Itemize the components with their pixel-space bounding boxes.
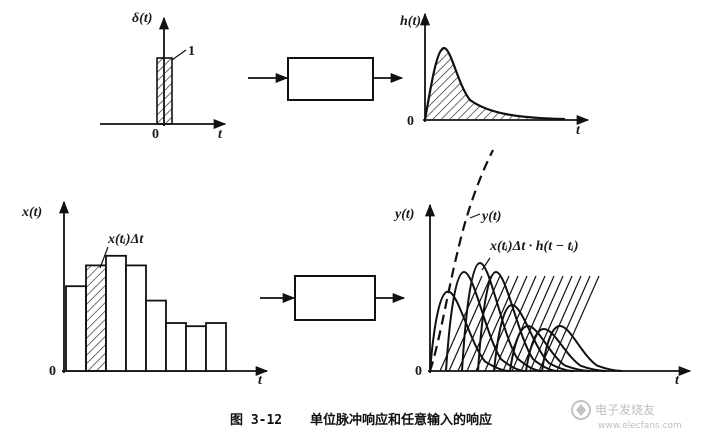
input-panel: x(t) x(tᵢ)Δt 0 t	[21, 200, 269, 388]
input-x-label: t	[258, 373, 263, 388]
top-system-block	[248, 57, 404, 101]
output-y-label: y(t)	[393, 207, 414, 222]
output-x-label: t	[675, 373, 680, 388]
input-y-label: x(t)	[21, 205, 42, 220]
impulse-pulse-hatched	[156, 57, 173, 125]
impulse-origin-label: 0	[152, 127, 159, 142]
response-overlap-hatch	[475, 275, 519, 372]
input-bars	[65, 254, 227, 372]
top-system-box	[287, 57, 374, 101]
input-bar	[65, 285, 87, 372]
output-term-leader	[481, 257, 491, 271]
response-overlap-hatch	[511, 275, 555, 372]
response-overlap-hatch	[547, 275, 591, 372]
shifted-impulse-response	[461, 261, 543, 372]
input-annotation-leader	[99, 246, 109, 269]
input-bar	[205, 322, 227, 372]
watermark-logo-icon	[571, 400, 591, 420]
impulse-level-label: 1	[188, 44, 195, 59]
watermark: 电子发烧友 www.elecfans.com	[571, 400, 682, 431]
output-responses	[429, 261, 623, 372]
output-curve-label: y(t)	[480, 209, 501, 224]
input-bar	[105, 254, 127, 372]
shifted-impulse-response	[477, 270, 559, 372]
response-origin-label: 0	[407, 114, 414, 129]
output-panel: y(t) y(t) x(tᵢ)Δt · h(t − tᵢ) 0 t	[393, 149, 692, 388]
shifted-impulse-response	[493, 303, 575, 372]
response-overlap-hatch	[538, 275, 582, 372]
caption-number: 图 3-12	[230, 413, 282, 428]
response-overlap-hatch	[556, 275, 600, 372]
input-bar	[185, 325, 207, 372]
shifted-impulse-response	[429, 290, 511, 372]
output-origin-label: 0	[415, 364, 422, 379]
impulse-response-curve	[423, 46, 566, 121]
response-overlap-hatch	[484, 275, 528, 372]
impulse-panel: δ(t) 1 0 t	[100, 11, 227, 142]
input-bar	[125, 264, 147, 372]
response-overlap-hatch	[502, 275, 546, 372]
response-overlap-hatch	[520, 275, 564, 372]
response-y-label: h(t)	[400, 14, 421, 29]
output-sum-leader	[469, 213, 481, 219]
input-annotation: x(tᵢ)Δt	[107, 232, 144, 247]
response-overlap-hatch	[448, 275, 492, 372]
watermark-url: www.elecfans.com	[598, 421, 682, 431]
input-origin-label: 0	[49, 364, 56, 379]
output-sum-curve	[428, 149, 494, 372]
caption-title: 单位脉冲响应和任意输入的响应	[310, 412, 492, 428]
impulse-level-leader	[171, 49, 187, 61]
impulse-response-panel: h(t) 0 t	[400, 12, 590, 138]
output-term-label: x(tᵢ)Δt · h(t − tᵢ)	[489, 239, 579, 254]
figure-caption: 图 3-12 单位脉冲响应和任意输入的响应	[230, 412, 492, 428]
response-overlap-hatch	[529, 275, 573, 372]
response-x-label: t	[576, 123, 581, 138]
watermark-logo-mark	[576, 404, 586, 416]
impulse-response-area	[425, 48, 565, 120]
impulse-y-label: δ(t)	[132, 11, 152, 26]
response-overlap-hatch	[439, 275, 483, 372]
shifted-impulse-response	[445, 270, 527, 372]
bottom-system-box	[294, 275, 376, 321]
input-bar	[165, 322, 187, 372]
shifted-impulse-response	[541, 324, 623, 372]
response-overlap-hatch	[493, 275, 537, 372]
input-bar	[145, 299, 167, 372]
response-overlap-hatch	[466, 275, 510, 372]
impulse-x-label: t	[218, 127, 223, 142]
bottom-system-block	[260, 275, 406, 321]
watermark-brand: 电子发烧友	[595, 402, 655, 417]
input-bar-highlighted	[85, 264, 107, 372]
response-overlap-hatch	[457, 275, 501, 372]
